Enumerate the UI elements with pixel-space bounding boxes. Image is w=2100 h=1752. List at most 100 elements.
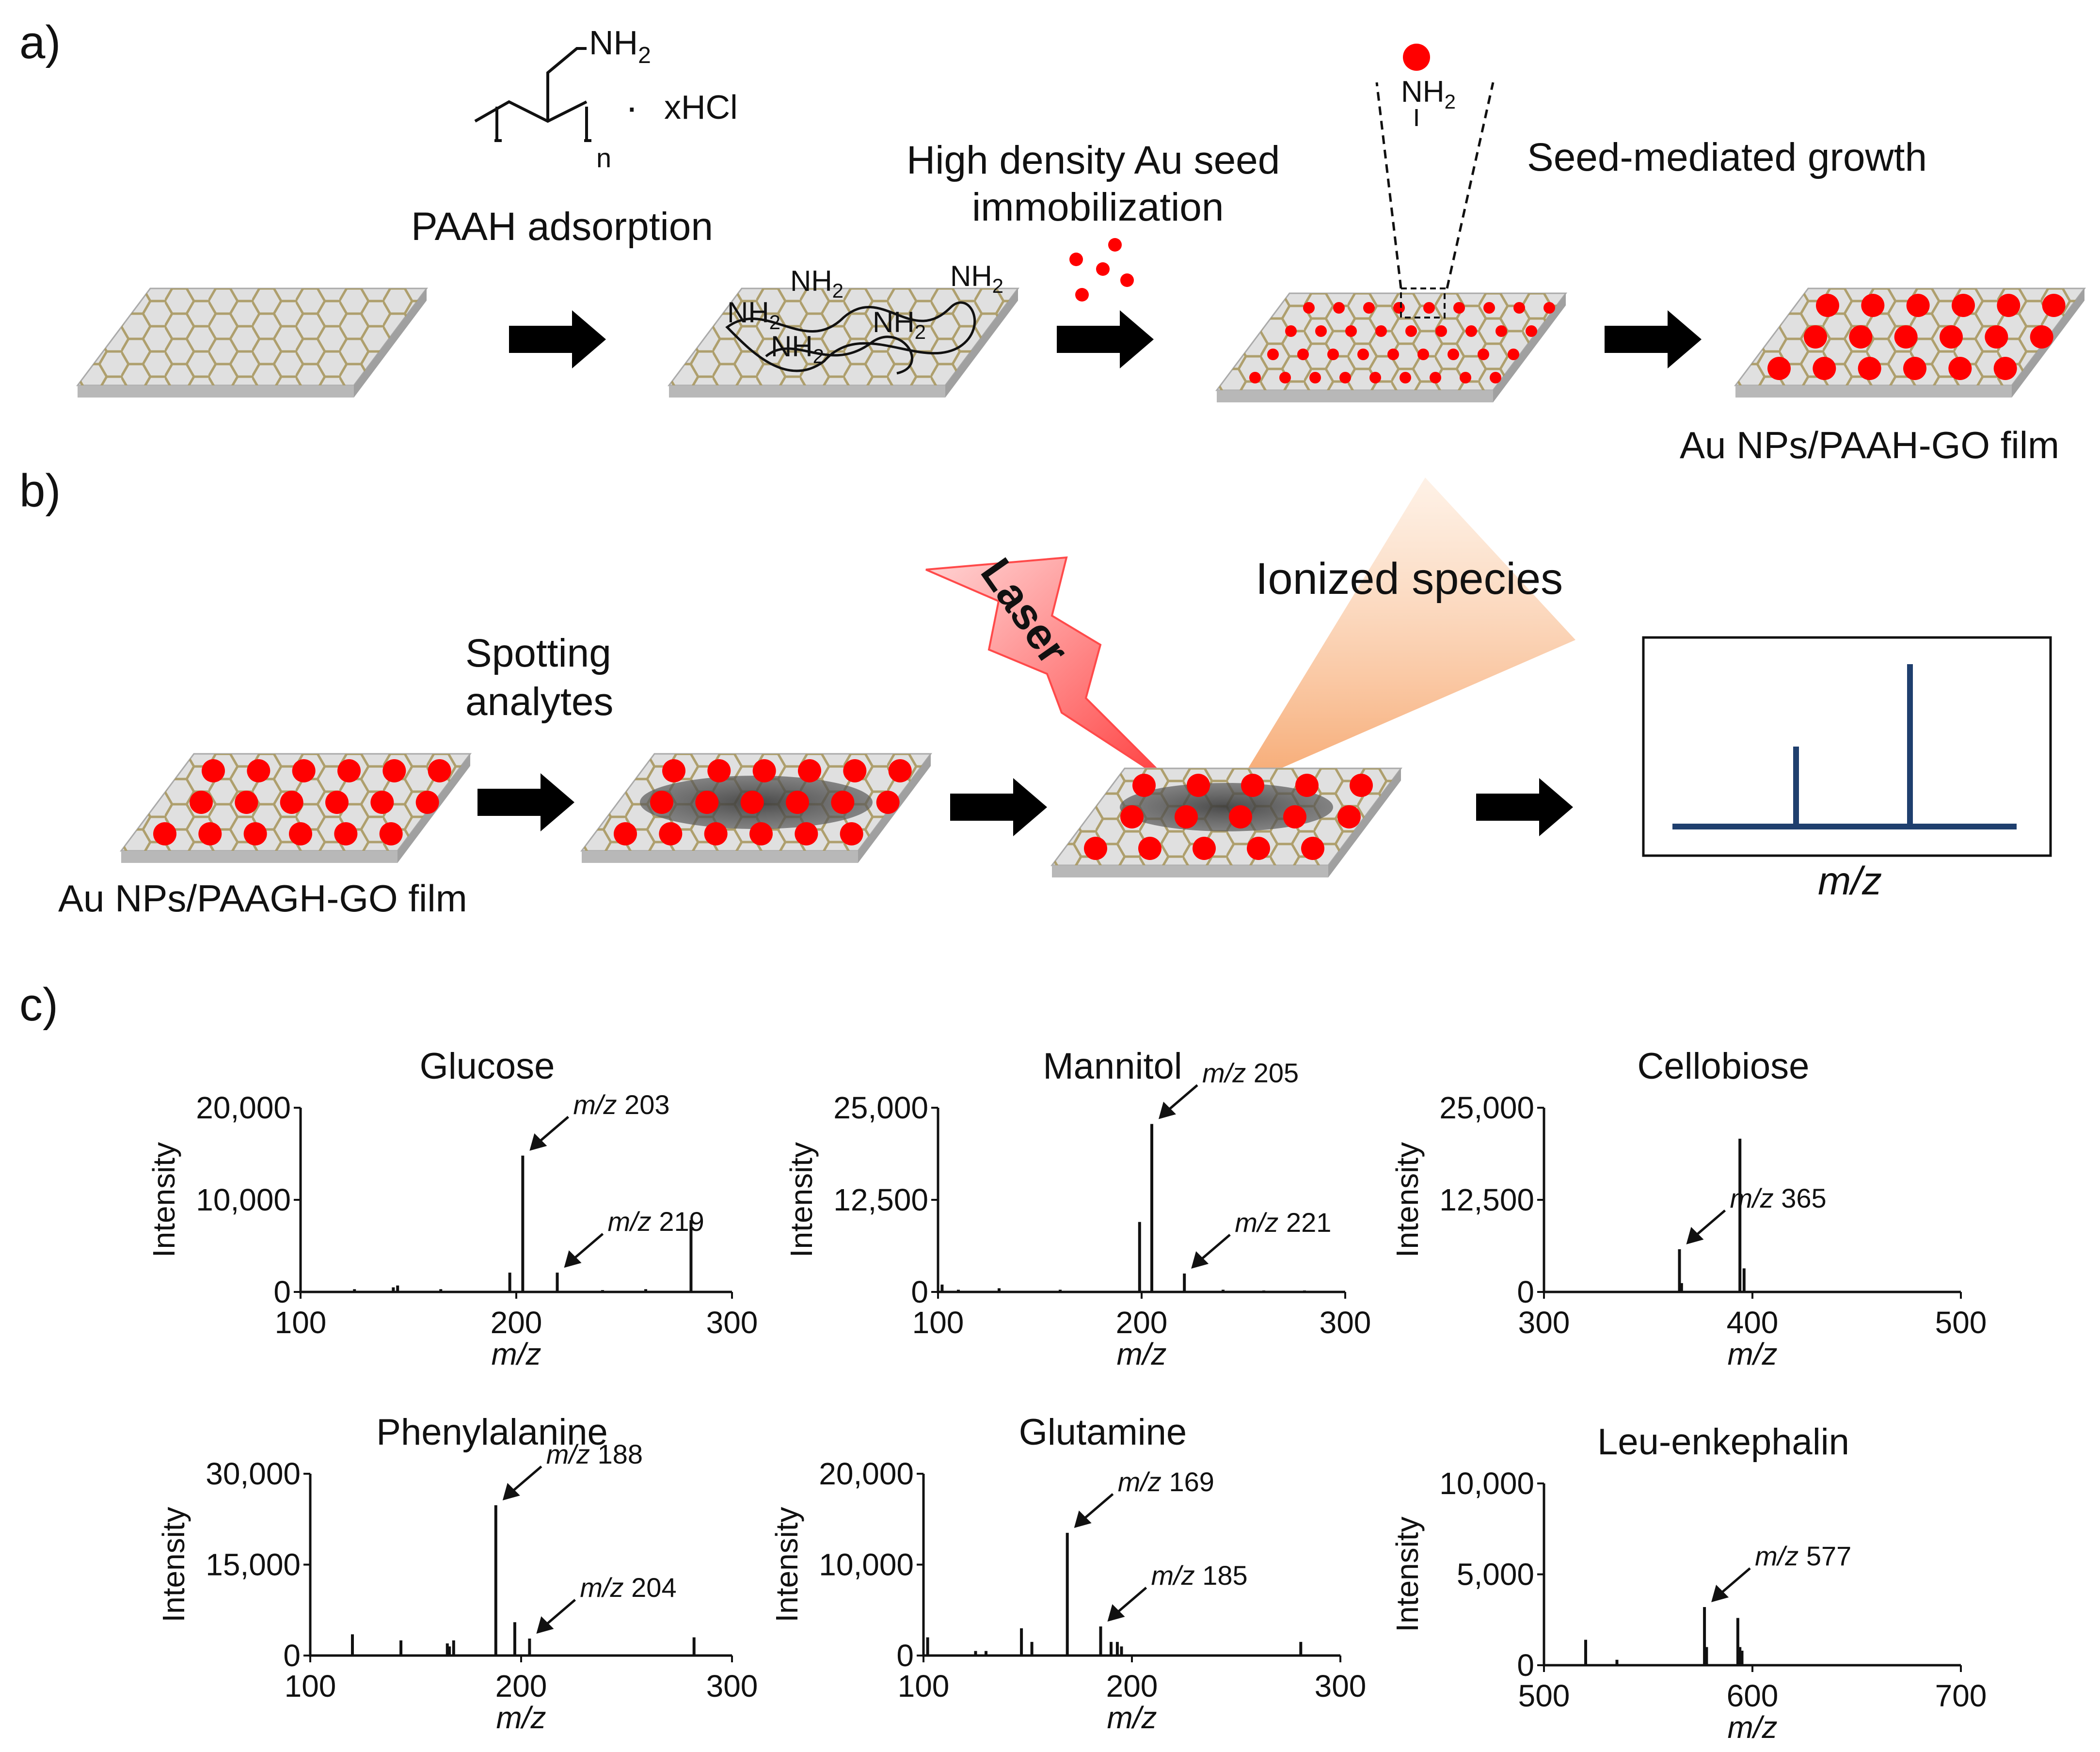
arrow-right-icon bbox=[1476, 778, 1573, 836]
y-axis-label: Intensity bbox=[769, 1507, 804, 1622]
au-nanoparticle bbox=[1229, 805, 1252, 828]
spotting-label-1: Spotting bbox=[465, 631, 611, 675]
au-nanoparticle bbox=[1849, 325, 1873, 349]
au-nanoparticle bbox=[2030, 325, 2053, 349]
au-nanoparticle bbox=[1350, 774, 1373, 797]
x-tick-label: 100 bbox=[898, 1669, 950, 1704]
au-nanoparticle bbox=[1993, 357, 2017, 380]
peak-annotation: m/z 219 bbox=[608, 1206, 704, 1237]
au-nanoparticle bbox=[428, 759, 451, 782]
au-seed bbox=[1249, 372, 1261, 383]
peak-annotation: m/z 205 bbox=[1202, 1057, 1299, 1088]
peak-annotation: m/z 365 bbox=[1730, 1183, 1827, 1213]
au-nanoparticle bbox=[292, 759, 316, 782]
arrow-head-icon bbox=[529, 1133, 547, 1151]
spectrum-title: Phenylalanine bbox=[376, 1412, 608, 1453]
y-tick-label: 12,500 bbox=[833, 1182, 928, 1217]
au-np-film-b2 bbox=[580, 753, 932, 863]
au-nanoparticle bbox=[325, 791, 349, 814]
au-seed bbox=[1465, 325, 1477, 337]
au-seed bbox=[1478, 349, 1489, 360]
spectrum-inset-mz: m/z bbox=[1818, 859, 1882, 903]
peak-annotation: m/z 577 bbox=[1755, 1541, 1851, 1571]
x-axis-label: m/z bbox=[1727, 1337, 1777, 1371]
arrow-right-icon bbox=[509, 310, 606, 368]
step-paah-adsorption: PAAH adsorption bbox=[411, 205, 713, 249]
spectrum-inset-frame bbox=[1642, 636, 2052, 857]
peak-annotation: m/z 169 bbox=[1118, 1466, 1214, 1497]
au-nanoparticle bbox=[1175, 805, 1198, 828]
x-axis-label: m/z bbox=[1727, 1710, 1777, 1745]
x-tick-label: 300 bbox=[1518, 1305, 1570, 1340]
au-nanoparticle bbox=[798, 759, 821, 782]
step-seed-line1: High density Au seed bbox=[907, 138, 1280, 182]
peak-annotation: m/z 221 bbox=[1235, 1207, 1331, 1238]
go-film-plain bbox=[76, 287, 428, 398]
au-nanoparticle bbox=[831, 791, 855, 814]
au-nanoparticle bbox=[1903, 357, 1926, 380]
au-seed bbox=[1339, 372, 1351, 383]
au-nanoparticle bbox=[370, 791, 394, 814]
au-seed bbox=[1345, 325, 1357, 337]
au-nanoparticle bbox=[659, 822, 683, 845]
au-nanoparticle bbox=[202, 759, 225, 782]
au-nanoparticle bbox=[795, 822, 818, 845]
amine-label: NH2 bbox=[771, 330, 824, 367]
au-nanoparticle bbox=[1337, 805, 1361, 828]
go-film-paah bbox=[668, 287, 1019, 398]
au-nanoparticle bbox=[190, 791, 213, 814]
arrow-head-icon bbox=[1686, 1226, 1704, 1244]
spectrum-axes bbox=[922, 1474, 1340, 1657]
au-seed bbox=[1363, 302, 1375, 314]
zoom-lines bbox=[1375, 82, 1495, 289]
x-axis-label: m/z bbox=[496, 1700, 546, 1735]
y-tick-label: 5,000 bbox=[1457, 1557, 1534, 1592]
au-nanoparticle bbox=[379, 822, 403, 845]
spectrum-title: Mannitol bbox=[1043, 1046, 1182, 1087]
au-nanoparticle bbox=[786, 791, 809, 814]
y-tick-label: 25,000 bbox=[1439, 1090, 1534, 1125]
peak-annotation: m/z 204 bbox=[580, 1572, 676, 1603]
x-tick-label: 300 bbox=[706, 1669, 758, 1704]
au-nanoparticle bbox=[1948, 357, 1972, 380]
au-seed bbox=[1543, 302, 1555, 314]
au-seed bbox=[1460, 372, 1471, 383]
au-seed bbox=[1357, 349, 1369, 360]
au-seed bbox=[1453, 302, 1465, 314]
au-nanoparticle bbox=[1816, 294, 1839, 317]
spectrum-axes bbox=[299, 1108, 732, 1293]
au-seed bbox=[1483, 302, 1495, 314]
amine-label: NH2 bbox=[873, 306, 926, 343]
x-tick-label: 300 bbox=[706, 1305, 758, 1340]
spectrum-axes bbox=[937, 1108, 1345, 1293]
x-axis-label: m/z bbox=[1107, 1700, 1157, 1735]
au-seed bbox=[1400, 372, 1411, 383]
x-tick-label: 500 bbox=[1518, 1678, 1570, 1713]
y-tick-label: 0 bbox=[273, 1274, 291, 1309]
au-seed bbox=[1369, 372, 1381, 383]
au-np-film-b1 bbox=[120, 753, 472, 863]
paah-structure bbox=[474, 47, 591, 142]
au-nanoparticle bbox=[1813, 357, 1836, 380]
y-tick-label: 0 bbox=[1517, 1274, 1534, 1309]
au-nanoparticle bbox=[1187, 774, 1210, 797]
au-seed bbox=[1435, 325, 1447, 337]
process-arrows-b bbox=[477, 773, 1573, 836]
y-tick-label: 25,000 bbox=[833, 1090, 928, 1125]
x-tick-label: 600 bbox=[1727, 1678, 1779, 1713]
x-tick-label: 100 bbox=[285, 1669, 336, 1704]
au-nanoparticle bbox=[1120, 805, 1144, 828]
au-seed bbox=[1333, 302, 1345, 314]
au-seed bbox=[1513, 302, 1525, 314]
au-nanoparticle bbox=[1858, 357, 1881, 380]
y-tick-label: 20,000 bbox=[196, 1090, 291, 1125]
film-label-b: Au NPs/PAAGH-GO film bbox=[58, 877, 467, 920]
au-nanoparticle bbox=[1906, 294, 1930, 317]
amine-label: NH2 bbox=[727, 296, 780, 334]
y-tick-label: 12,500 bbox=[1439, 1182, 1534, 1217]
